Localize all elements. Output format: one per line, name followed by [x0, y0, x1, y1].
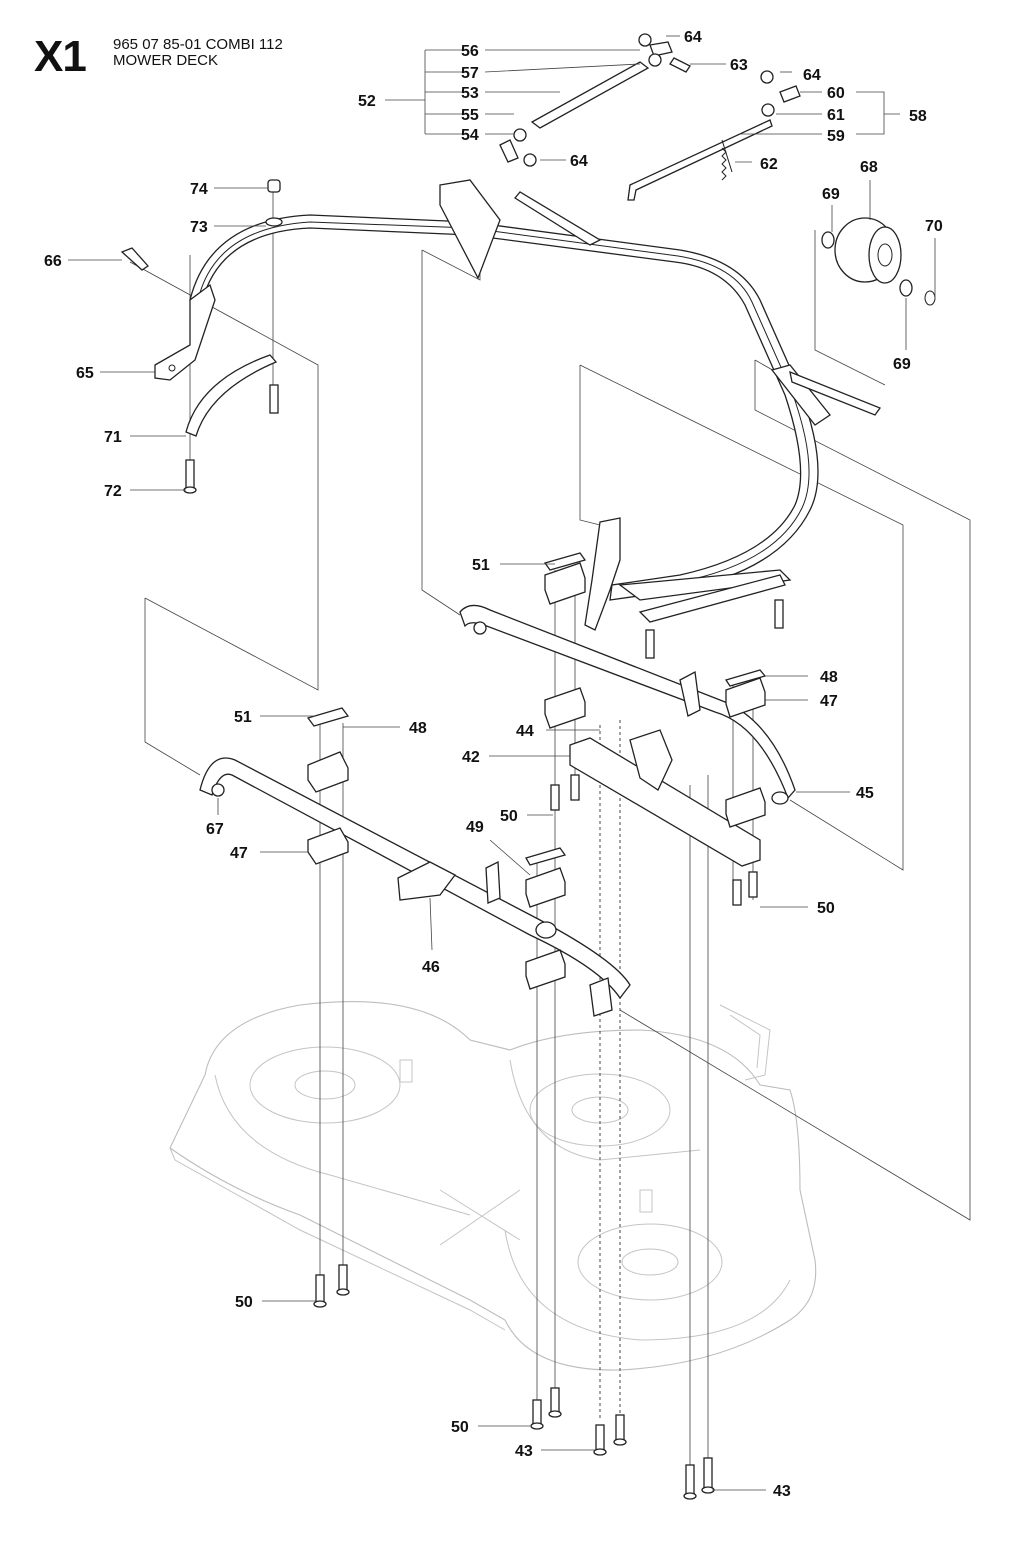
deck-bar-42 [569, 729, 761, 867]
callout-47-a: 47 [820, 693, 838, 710]
pivot-blocks [306, 552, 767, 990]
bottom-bolts [269, 384, 784, 1500]
callout-52: 52 [358, 93, 376, 110]
callout-45: 45 [856, 785, 874, 802]
callout-53: 53 [461, 85, 479, 102]
callout-64-b: 64 [570, 153, 588, 170]
callout-46: 46 [422, 959, 440, 976]
callout-58: 58 [909, 108, 927, 125]
callout-61: 61 [827, 107, 845, 124]
callout-64-a: 64 [684, 29, 702, 46]
callout-69-b: 69 [893, 356, 911, 373]
callout-47-b: 47 [230, 845, 248, 862]
callout-50-b: 50 [817, 900, 835, 917]
callout-50-d: 50 [451, 1419, 469, 1436]
callout-60: 60 [827, 85, 845, 102]
callout-62: 62 [760, 156, 778, 173]
callout-labels: 74 73 66 65 71 72 64 56 57 52 53 55 54 6… [44, 29, 943, 1500]
callout-56: 56 [461, 43, 479, 60]
callout-66: 66 [44, 253, 62, 270]
callout-42: 42 [462, 749, 480, 766]
callout-44: 44 [516, 723, 534, 740]
callout-48-b: 48 [409, 720, 427, 737]
callout-50-c: 50 [235, 1294, 253, 1311]
callout-54: 54 [461, 127, 479, 144]
callout-51-a: 51 [472, 557, 490, 574]
diagram-code: X1 [34, 32, 87, 81]
callout-69-a: 69 [822, 186, 840, 203]
callout-43-b: 43 [773, 1483, 791, 1500]
callout-70: 70 [925, 218, 943, 235]
callout-57: 57 [461, 65, 479, 82]
hardware [120, 33, 936, 494]
callout-51-b: 51 [234, 709, 252, 726]
left-bracket-65 [154, 283, 278, 437]
callout-59: 59 [827, 128, 845, 145]
callout-74: 74 [190, 181, 208, 198]
callout-49: 49 [466, 819, 484, 836]
callout-68: 68 [860, 159, 878, 176]
callout-55: 55 [461, 107, 479, 124]
callout-72: 72 [104, 483, 122, 500]
callout-48-a: 48 [820, 669, 838, 686]
rear-lift-arm-45 [459, 604, 796, 805]
diagram-title: MOWER DECK [113, 52, 218, 69]
leader-lines [68, 35, 936, 1491]
callout-71: 71 [104, 429, 122, 446]
model-number: 965 07 85-01 COMBI 112 [113, 36, 283, 53]
front-lift-arm-67 [199, 757, 631, 1017]
callout-73: 73 [190, 219, 208, 236]
callout-65: 65 [76, 365, 94, 382]
callout-63: 63 [730, 57, 748, 74]
callout-64-c: 64 [803, 67, 821, 84]
callout-50-a: 50 [500, 808, 518, 825]
lift-handle-frame [189, 179, 882, 631]
callout-67: 67 [206, 821, 224, 838]
callout-43-a: 43 [515, 1443, 533, 1460]
mower-deck-housing [169, 1001, 817, 1371]
